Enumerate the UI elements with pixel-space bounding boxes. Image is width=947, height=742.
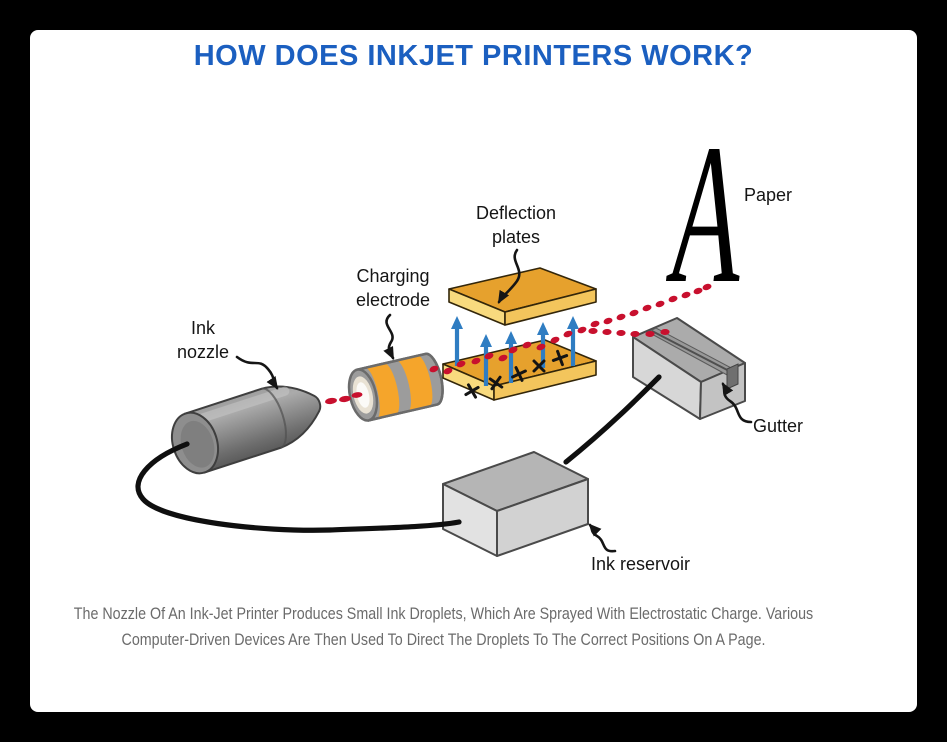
label-ink-reservoir: Ink reservoir — [591, 554, 690, 574]
gutter-pointer-arrow — [721, 382, 753, 424]
nozzle-reservoir-cable — [135, 441, 462, 533]
label-deflection-plates-line2: plates — [492, 227, 540, 247]
label-paper: Paper — [744, 185, 792, 205]
ink-nozzle-illustration — [170, 385, 322, 475]
pointer-arrows — [235, 248, 753, 553]
caption: The Nozzle Of An Ink-Jet Printer Produce… — [71, 601, 816, 653]
ink-droplet-stream — [325, 283, 712, 405]
label-charging-electrode-line2: electrode — [356, 290, 430, 310]
nozzle-pointer-arrow — [235, 355, 279, 390]
caption-line-2: Computer-Driven Devices Are Then Used To… — [121, 630, 766, 649]
ink-reservoir-illustration — [442, 451, 589, 557]
reservoir-pointer-arrow — [588, 523, 617, 553]
label-ink-nozzle-line1: Ink — [191, 318, 216, 338]
gutter-reservoir-cable — [563, 374, 662, 465]
label-gutter: Gutter — [753, 416, 803, 436]
charging-electrode-illustration — [347, 352, 444, 422]
label-deflection-plates-line1: Deflection — [476, 203, 556, 223]
charging-pointer-arrow — [383, 313, 395, 360]
gutter-notch — [726, 363, 739, 390]
label-ink-nozzle-line2: nozzle — [177, 342, 229, 362]
deflection-pointer-arrow — [497, 248, 521, 304]
deflection-plate-top — [448, 267, 597, 326]
printed-letter-A: A — [666, 103, 740, 325]
x-marks — [464, 349, 569, 399]
caption-line-1: The Nozzle Of An Ink-Jet Printer Produce… — [73, 604, 814, 623]
label-charging-electrode-line1: Charging — [356, 266, 429, 286]
page-title: HOW DOES INKJET PRINTERS WORK? — [193, 40, 754, 72]
nozzle-highlight — [193, 386, 290, 424]
